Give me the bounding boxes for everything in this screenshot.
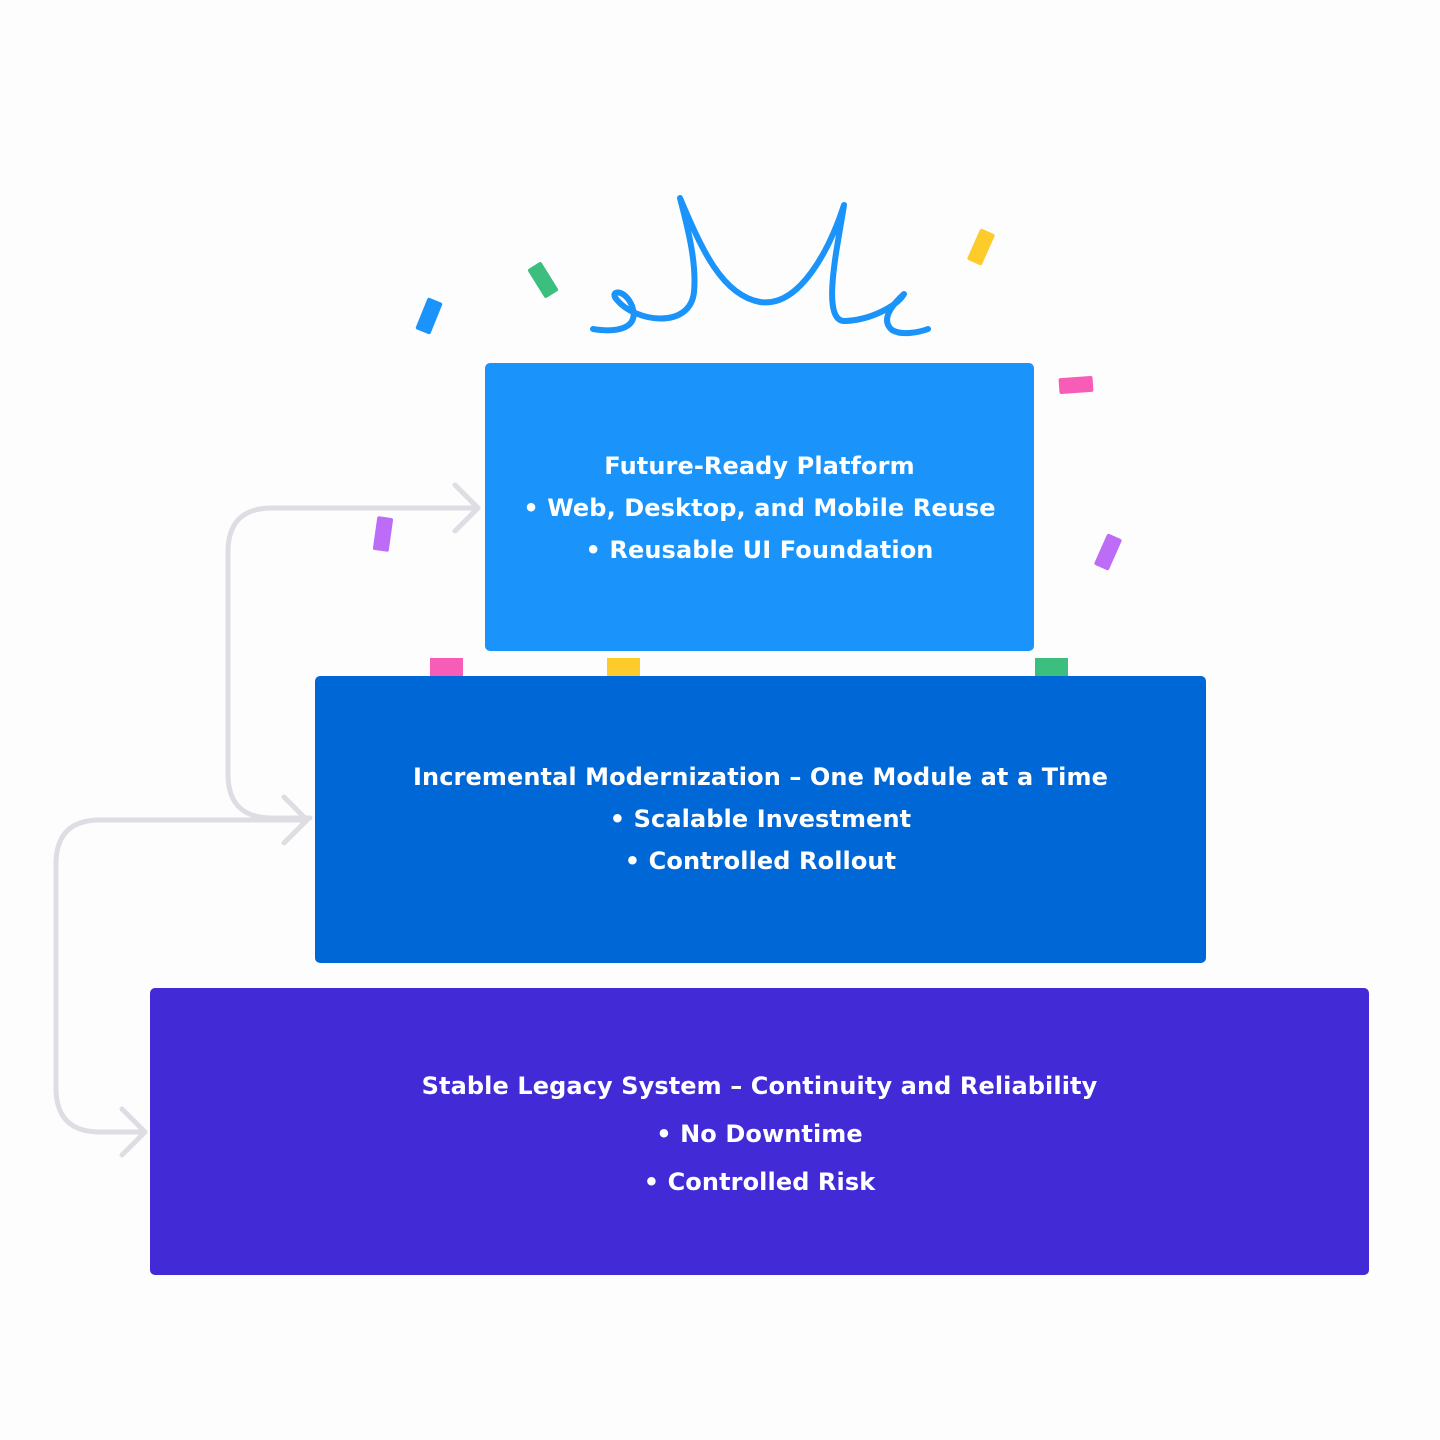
arrow-right-icon <box>281 794 310 846</box>
connector-bottom-to-middle <box>53 817 309 1135</box>
crown-icon <box>590 195 931 337</box>
tier-bullet: • Scalable Investment <box>609 805 912 833</box>
tier-stable-legacy-system: Stable Legacy System – Continuity and Re… <box>150 988 1369 1275</box>
arrow-right-icon <box>119 1106 148 1158</box>
tier-future-ready-platform: Future-Ready Platform • Web, Desktop, an… <box>485 363 1034 651</box>
confetti-icon <box>372 228 1122 678</box>
tier-incremental-modernization: Incremental Modernization – One Module a… <box>315 676 1206 963</box>
arrow-right-icon <box>452 482 481 534</box>
tier-bullet: • Controlled Rollout <box>624 847 897 875</box>
tier-bullet: • Web, Desktop, and Mobile Reuse <box>523 494 996 522</box>
tier-bullet: • Reusable UI Foundation <box>585 536 934 564</box>
tier-bullet: • Controlled Risk <box>643 1168 876 1196</box>
tier-title: Future-Ready Platform <box>604 452 915 480</box>
tier-title: Incremental Modernization – One Module a… <box>413 763 1108 791</box>
connector-middle-to-top <box>225 505 481 821</box>
tier-bullet: • No Downtime <box>656 1120 863 1148</box>
tier-title: Stable Legacy System – Continuity and Re… <box>421 1072 1098 1100</box>
